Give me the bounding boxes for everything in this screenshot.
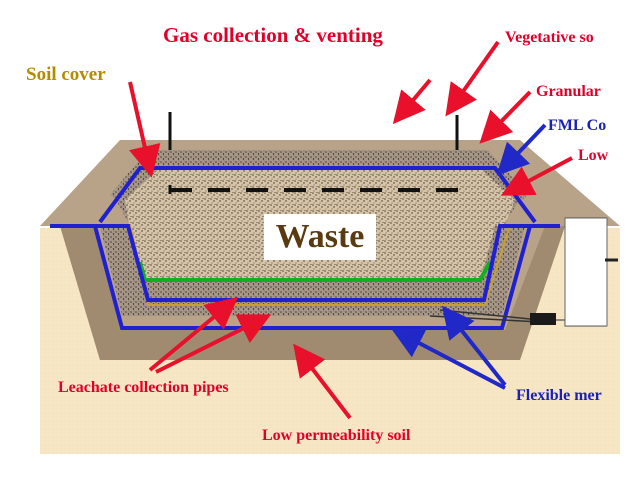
arrow-leachate-right <box>155 314 272 374</box>
arrow-granular <box>479 90 532 144</box>
drainage-gravel <box>100 226 525 316</box>
arrow-fml <box>496 123 547 176</box>
pit-soil <box>60 226 565 360</box>
label-gas-collection: Gas collection & venting <box>163 23 383 47</box>
arrow-gas <box>392 78 432 125</box>
drainage-line <box>138 261 492 282</box>
arrow-low-perm <box>293 343 352 420</box>
label-flexible-membrane: Flexible mer <box>516 387 602 404</box>
arrow-leachate-left <box>148 296 239 372</box>
label-fml: FML Co <box>548 117 606 134</box>
arrow-flexible-2 <box>390 328 506 390</box>
arrow-flexible-1 <box>442 305 507 387</box>
fml-liner-inner <box>95 224 540 302</box>
label-leachate-pipes: Leachate collection pipes <box>58 379 229 396</box>
fml-liner-outer <box>50 224 560 330</box>
arrow-soil-cover <box>128 81 161 178</box>
waste-label-box <box>264 214 376 260</box>
label-low: Low <box>578 147 609 164</box>
cap-gravel <box>110 150 528 205</box>
label-granular: Granular <box>536 83 601 100</box>
arrow-vegetative <box>445 40 500 117</box>
label-vegetative-soil: Vegetative so <box>505 29 594 46</box>
label-soil-cover: Soil cover <box>26 64 106 85</box>
sump-tank <box>564 217 608 327</box>
arrow-low <box>500 156 573 196</box>
pump-box <box>530 313 556 325</box>
label-low-permeability: Low permeability soil <box>262 427 411 444</box>
waste-label: Waste <box>276 218 365 255</box>
